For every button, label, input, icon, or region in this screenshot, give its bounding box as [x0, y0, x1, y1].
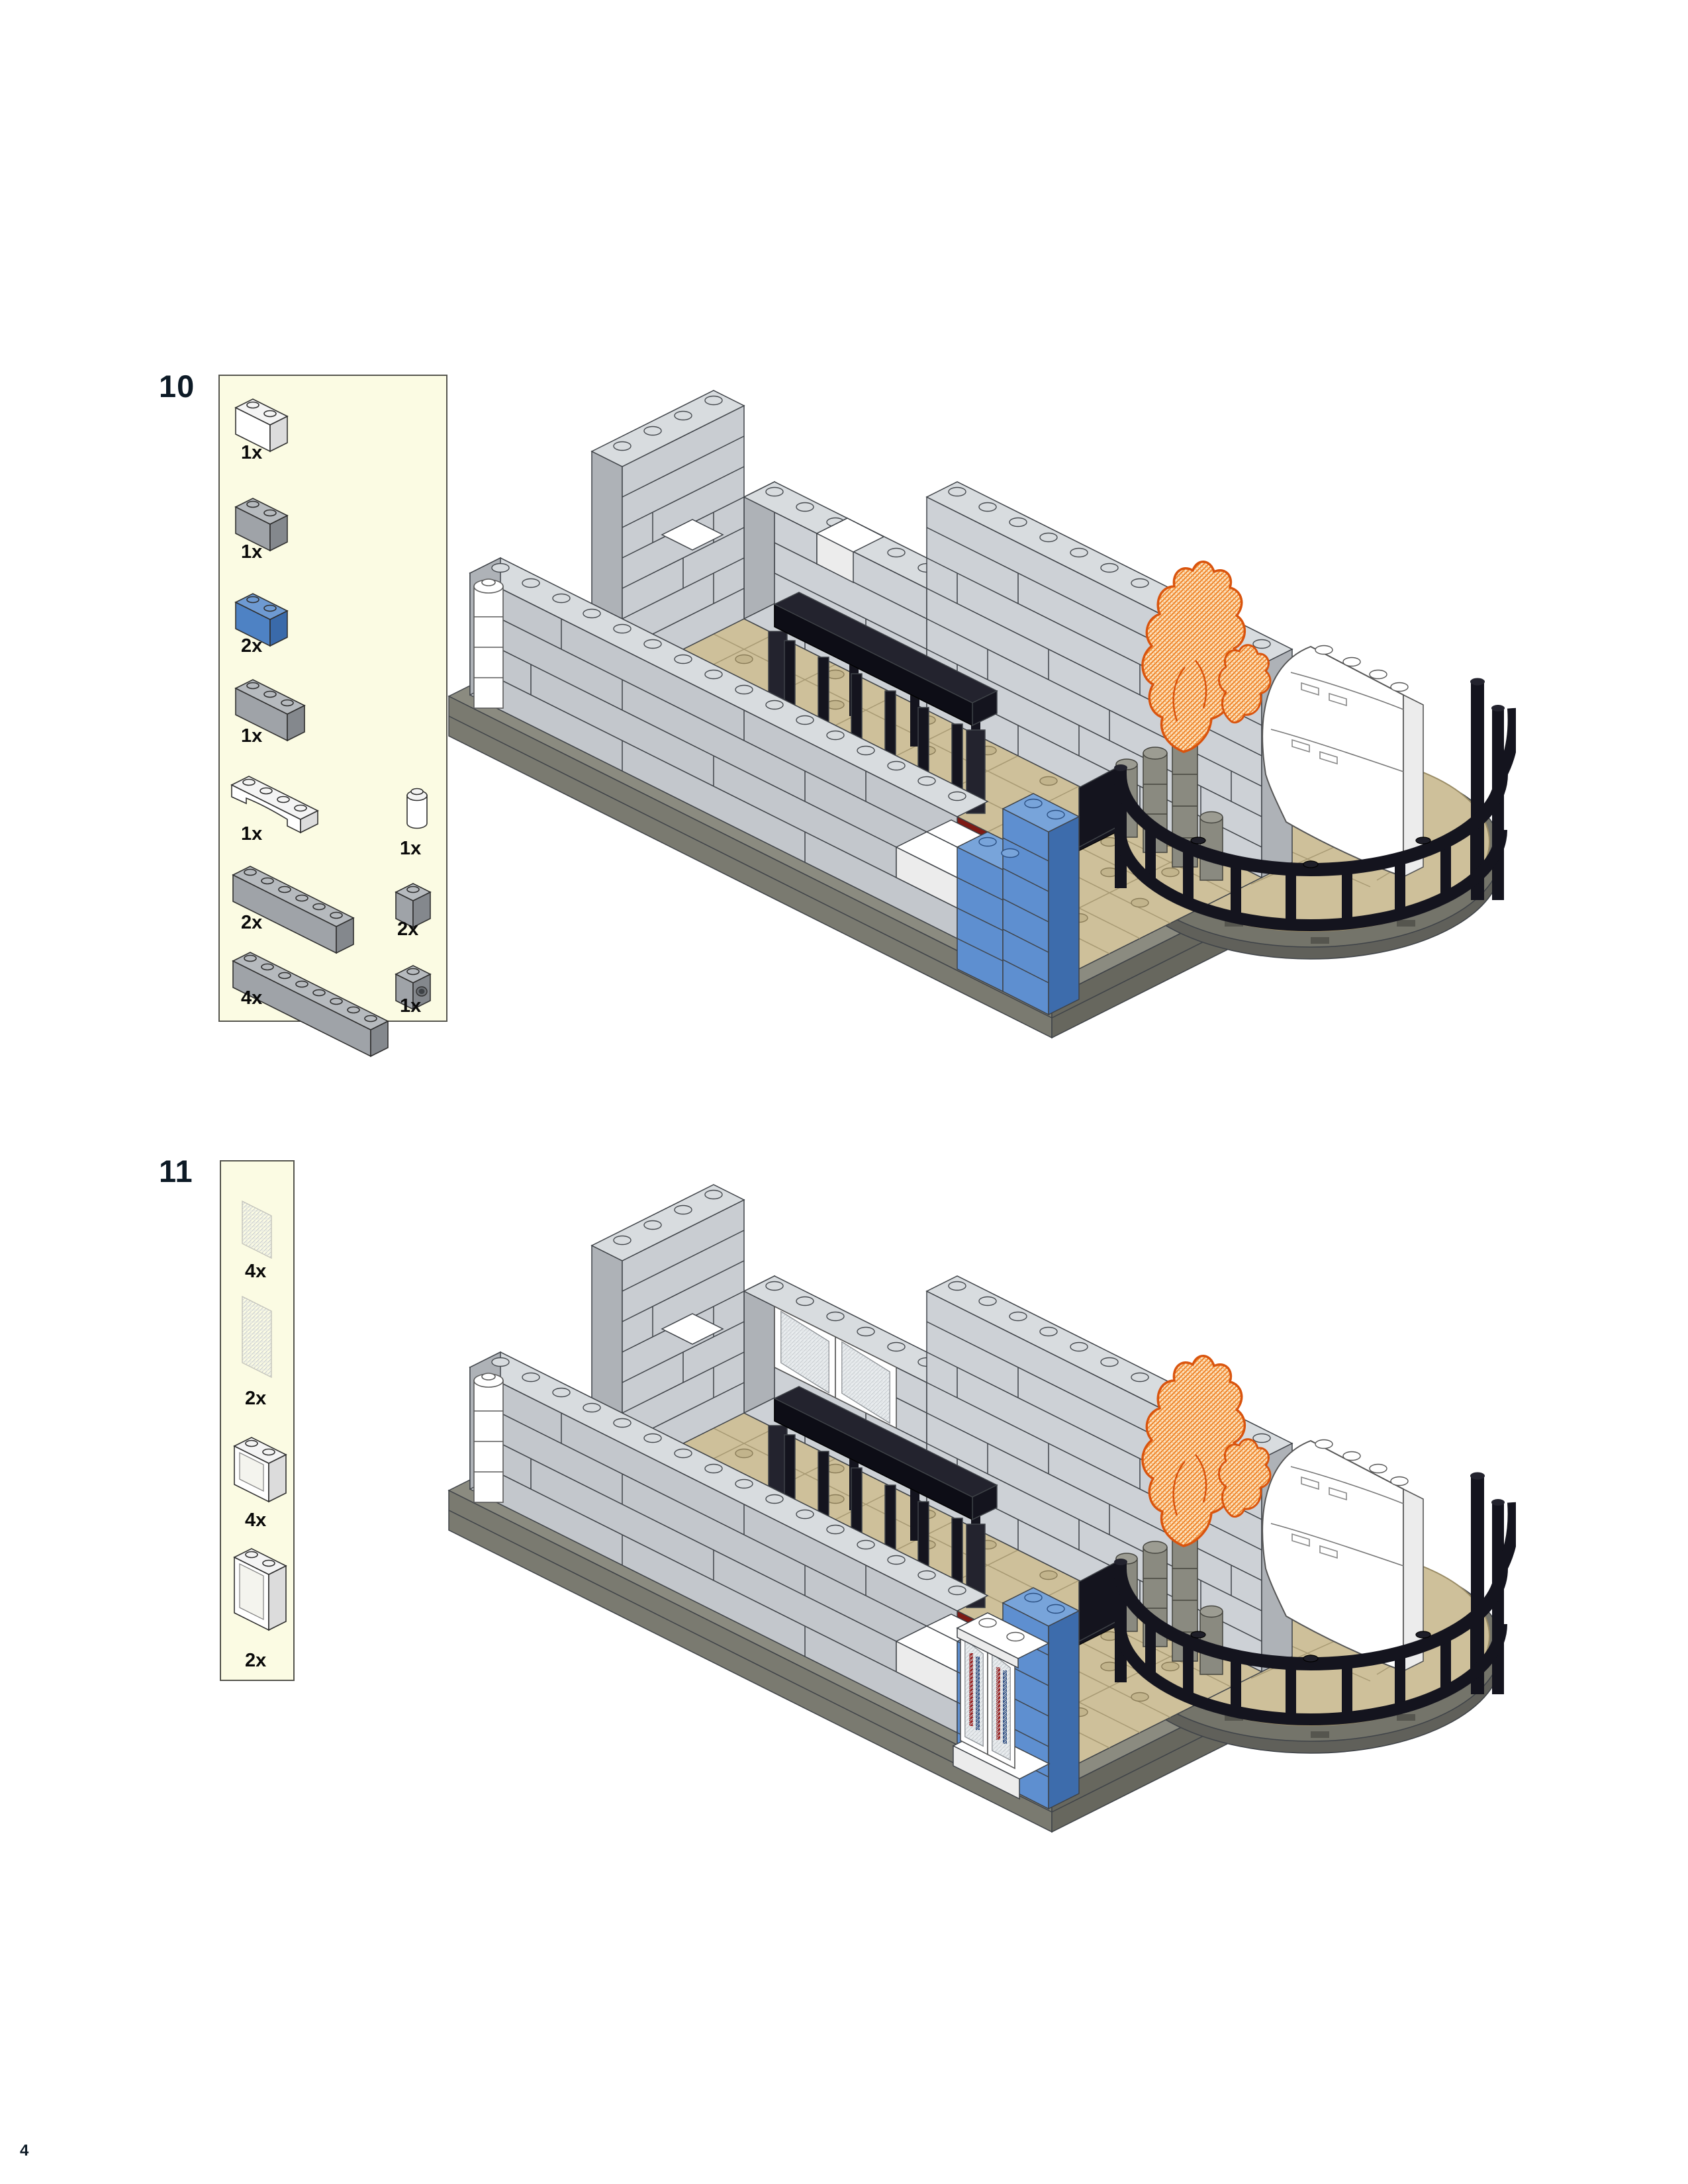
part-qty: 4x [241, 987, 263, 1009]
step-10-number: 10 [159, 369, 195, 404]
part-qty: 1x [241, 725, 263, 747]
placed-white-brick [816, 517, 885, 584]
glass-pane-1x2x2-icon [242, 1200, 272, 1259]
brick-1x2-white-icon [234, 398, 289, 453]
step-10-parts-box: 1x 1x 2x 1x 1x 2x 4x [218, 375, 447, 1058]
placed-back-windows [774, 1305, 897, 1430]
part-qty: 2x [241, 912, 263, 933]
part-qty: 2x [245, 1650, 267, 1671]
technic-brick-1x1-dark-gray-icon [395, 965, 432, 1011]
round-brick-1x1-white-icon [406, 788, 428, 829]
part-qty: 1x [241, 541, 263, 563]
step-11-number: 11 [159, 1154, 193, 1189]
brick-1x2-dark-gray-icon [234, 498, 289, 552]
part-qty: 1x [241, 442, 263, 463]
glass-pane-1x2x3-icon [242, 1295, 272, 1379]
assembly-render-step-11 [430, 1145, 1516, 1840]
part-qty: 1x [400, 838, 422, 859]
part-qty: 1x [241, 823, 263, 844]
part-qty: 2x [397, 919, 419, 940]
window-frame-1x2x2-icon [233, 1437, 287, 1503]
brick-1x3-dark-gray-icon [234, 679, 306, 742]
brick-1x6-dark-gray-icon [232, 866, 355, 954]
arch-brick-white-icon [230, 776, 319, 834]
brick-1x8-dark-gray-icon [232, 952, 389, 1058]
page-number: 4 [20, 2142, 29, 2160]
window-frame-1x2x3-icon [233, 1548, 287, 1631]
brick-1x1-dark-gray-icon [395, 883, 432, 929]
assembly-render-step-10 [430, 351, 1516, 1046]
part-qty: 2x [241, 635, 263, 657]
part-qty: 2x [245, 1388, 267, 1409]
part-qty: 4x [245, 1510, 267, 1531]
part-qty: 1x [400, 995, 422, 1017]
placed-front-windows [952, 1612, 1051, 1800]
step-11-parts-box: 4x 2x 4x 2x [220, 1160, 295, 1681]
part-qty: 4x [245, 1261, 267, 1282]
brick-1x2-blue-icon [234, 593, 289, 647]
